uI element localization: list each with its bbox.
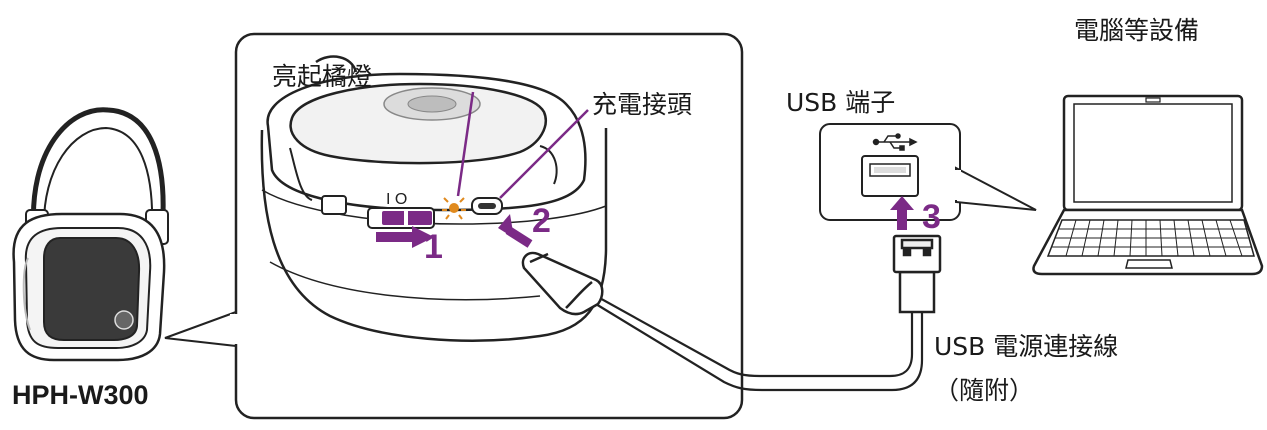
charging-port — [471, 197, 503, 215]
usb-cable — [521, 234, 942, 392]
usb-port-callout — [819, 123, 1037, 221]
earcup-closeup — [260, 55, 608, 342]
step1-arrow — [376, 226, 434, 248]
laptop-illustration — [1032, 94, 1264, 276]
cable-note-label: （隨附） — [934, 376, 1035, 405]
wedge-join — [230, 314, 240, 344]
step2-arrow — [498, 214, 533, 248]
switch-label: I O — [386, 191, 407, 208]
computer-label: 電腦等設備 — [1074, 16, 1200, 45]
step3-arrow — [890, 196, 914, 230]
port-leader-line — [499, 109, 589, 199]
led-indicator-icon — [442, 197, 466, 220]
model-name: HPH-W300 — [12, 380, 149, 410]
step-1-number: 1 — [424, 228, 443, 266]
step-2-number: 2 — [532, 202, 551, 240]
cable-label: USB 電源連接線 — [934, 332, 1119, 361]
headphones-illustration — [12, 107, 169, 362]
usb-symbol-icon — [872, 133, 918, 151]
led-leader-line — [456, 91, 475, 197]
charging-port-label: 充電接頭 — [592, 90, 693, 119]
led-label: 亮起橘燈 — [272, 62, 373, 91]
usb-port-label: USB 端子 — [786, 88, 896, 117]
callout-wedge — [164, 311, 237, 347]
power-switch — [367, 207, 435, 229]
step-3-number: 3 — [922, 198, 941, 236]
